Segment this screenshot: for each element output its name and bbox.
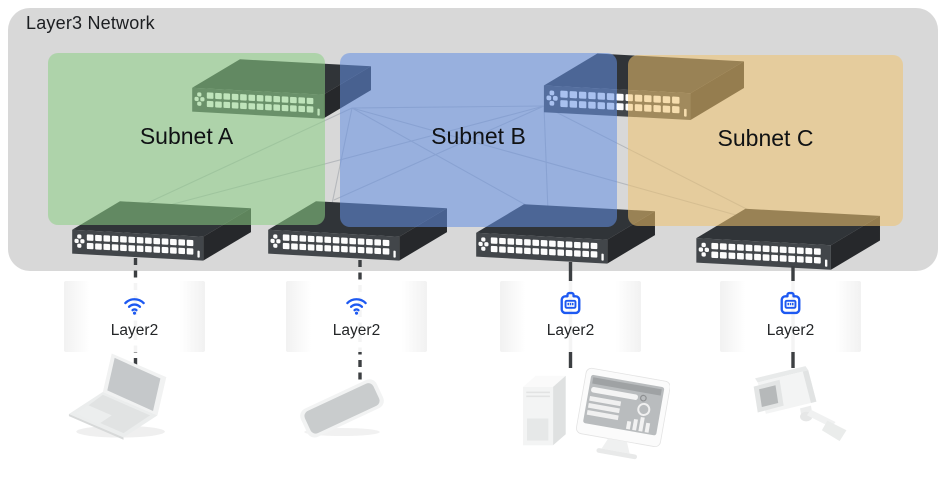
layer2-label: Layer2 [546, 322, 595, 339]
subnet-b-label: Subnet B [431, 123, 526, 149]
layer2-label: Layer2 [110, 322, 159, 339]
layer2-node-ethernet-1: Layer2 [500, 281, 641, 352]
layer2-node-wifi-2: Layer2 [286, 281, 427, 352]
subnet-a-label: Subnet A [139, 123, 234, 149]
subnet-b-region: Subnet B [340, 53, 617, 227]
wifi-icon [121, 290, 148, 317]
security-camera-device [740, 362, 856, 444]
subnet-c-label: Subnet C [717, 125, 814, 151]
smartphone-device [288, 378, 396, 439]
ethernet-icon [777, 290, 804, 317]
layer2-node-ethernet-2: Layer2 [720, 281, 861, 352]
subnet-a-region: Subnet A [48, 53, 325, 225]
desktop-computer-device [512, 360, 670, 463]
laptop-device [66, 352, 184, 441]
wifi-icon [343, 290, 370, 317]
layer2-label: Layer2 [766, 322, 815, 339]
subnet-c-region: Subnet C [628, 55, 903, 226]
layer2-label: Layer2 [332, 322, 381, 339]
layer3-network-title: Layer3 Network [26, 13, 155, 33]
ethernet-icon [557, 290, 584, 317]
layer2-node-wifi-1: Layer2 [64, 281, 205, 352]
